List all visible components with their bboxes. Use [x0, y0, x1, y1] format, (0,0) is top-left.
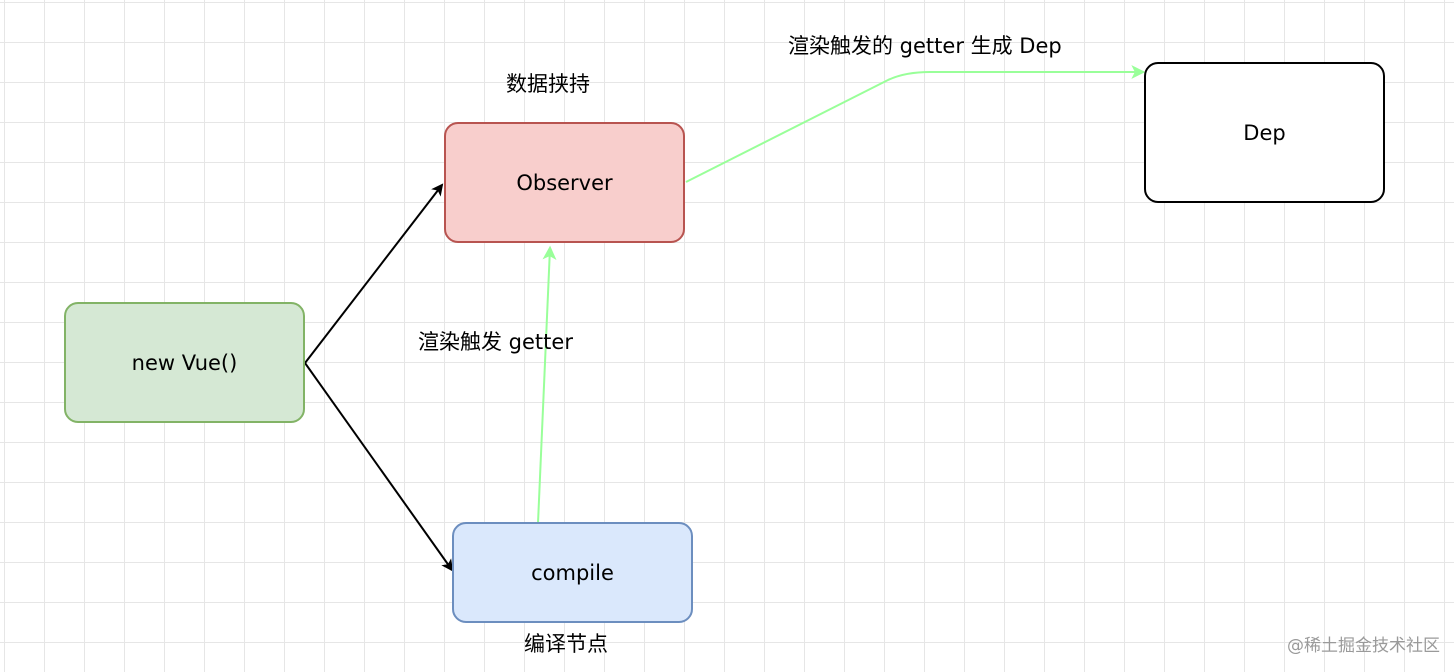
node-compile[interactable]: compile	[452, 522, 693, 623]
label-render-trigger-getter: 渲染触发 getter	[418, 330, 573, 354]
edge-compile-to-observer	[537, 245, 557, 524]
node-observer-label: Observer	[516, 170, 613, 195]
node-compile-label: compile	[531, 560, 614, 585]
label-data-hijack: 数据挟持	[506, 72, 590, 96]
edge-newvue-to-observer	[304, 183, 444, 364]
edge-observer-to-dep	[685, 65, 1146, 183]
node-new-vue-label: new Vue()	[131, 350, 238, 375]
edge-newvue-to-compile	[304, 362, 454, 572]
label-compile-nodes: 编译节点	[524, 632, 608, 656]
watermark-text: @稀土掘金技术社区	[1287, 636, 1440, 656]
label-getter-generates-dep: 渲染触发的 getter 生成 Dep	[788, 34, 1062, 58]
node-dep[interactable]: Dep	[1144, 62, 1385, 203]
node-observer[interactable]: Observer	[444, 122, 685, 243]
node-dep-label: Dep	[1243, 120, 1286, 145]
node-new-vue[interactable]: new Vue()	[64, 302, 305, 423]
